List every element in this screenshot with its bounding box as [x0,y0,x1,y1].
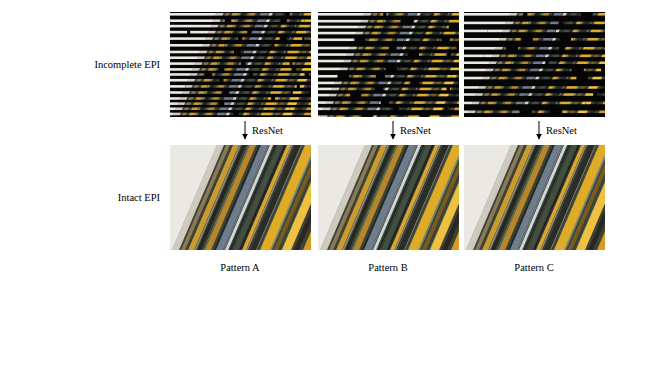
label-text: ResNet [400,125,431,136]
intact-epi-image [318,145,459,250]
pattern-caption: Pattern C [514,262,553,275]
label-text: Pattern A [220,262,259,273]
intact-epi-image [464,145,605,250]
network-label: ResNet [252,125,283,138]
down-arrow [393,121,394,139]
network-label: ResNet [400,125,431,138]
pattern-caption: Pattern A [220,262,259,275]
incomplete-epi-image [464,12,605,117]
label-text: ResNet [546,125,577,136]
label-text: Intact EPI [118,192,160,203]
network-label: ResNet [546,125,577,138]
row-label: Incomplete EPI [94,59,160,72]
row-label: Intact EPI [118,192,160,205]
incomplete-epi-image [170,12,311,117]
label-text: Pattern C [514,262,553,273]
label-text: Pattern B [368,262,407,273]
down-arrow [539,121,540,139]
pattern-caption: Pattern B [368,262,407,275]
down-arrow [245,121,246,139]
incomplete-epi-image [318,12,459,117]
label-text: Incomplete EPI [94,59,160,70]
intact-epi-image [170,145,311,250]
label-text: ResNet [252,125,283,136]
